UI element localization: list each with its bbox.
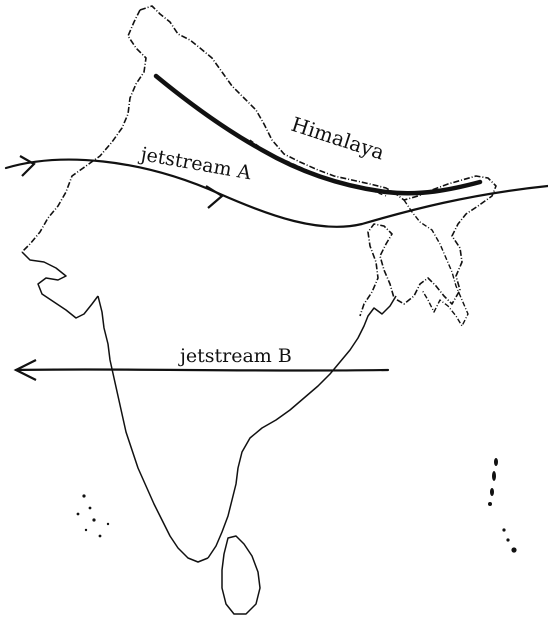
jetstream-b-arrow — [13, 359, 37, 381]
india-west-border — [21, 9, 147, 253]
lakshadweep-islands — [76, 494, 110, 538]
jetstream-b-line — [14, 368, 390, 372]
jetstream-a-arrow-mid — [205, 185, 224, 209]
gujarat-coast — [21, 251, 99, 319]
himalaya-line — [153, 73, 483, 196]
jetstream-a-arrow-west — [19, 155, 36, 177]
east-coast — [207, 295, 397, 559]
northeast-outline — [403, 199, 469, 327]
west-coast — [97, 295, 209, 563]
andaman-nicobar-islands — [488, 458, 517, 553]
india-land-border — [139, 5, 497, 317]
india-outline — [21, 5, 497, 563]
jetstream-a-label: jetstream A — [137, 143, 253, 184]
jetstream-b-label: jetstream B — [178, 345, 292, 367]
sri-lanka-outline — [221, 535, 261, 615]
himalaya-label: Himalaya — [288, 112, 387, 165]
jetstream-a-line — [4, 158, 548, 228]
